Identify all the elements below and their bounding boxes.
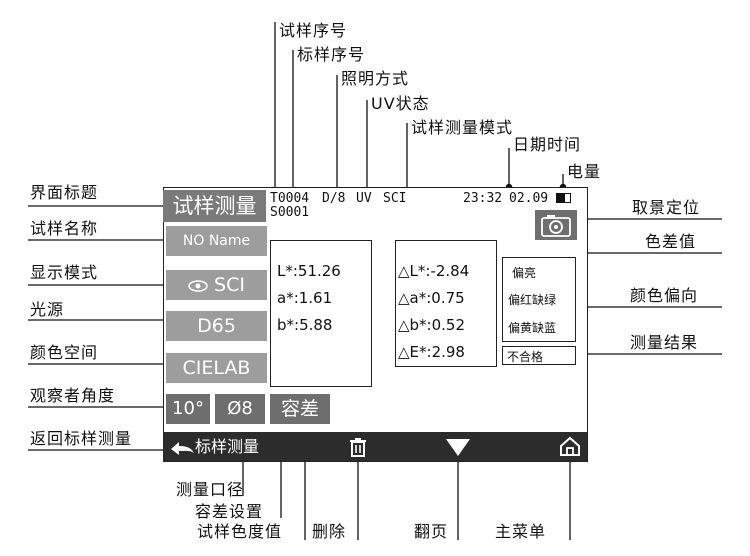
color-space-button[interactable]: CIELAB [166,353,267,383]
page-down-triangle-icon [446,439,470,456]
label-display-mode: 显示模式 [30,263,99,282]
label-aperture: 测量口径 [176,480,245,499]
screen-title: 试样测量 [163,190,266,222]
lab-b-value: b*:5.88 [277,316,333,334]
viewfinder-button[interactable] [535,210,577,240]
status-std-no: S0001 [270,205,310,220]
label-sample-chroma: 试样色度值 [197,522,283,541]
tolerance-button[interactable]: 容差 [270,394,330,424]
result-box [502,346,576,365]
label-battery: 电量 [567,162,602,181]
label-screen-title: 界面标题 [30,183,99,202]
label-main-menu: 主菜单 [495,522,547,541]
deviation-red-green: 偏红缺绿 [508,293,557,307]
label-sample-measure-mode: 试样测量模式 [411,118,514,137]
color-difference-box [395,240,497,367]
deviation-yellow-blue: 偏黄缺蓝 [508,321,557,335]
label-color-difference: 色差值 [645,232,697,251]
home-icon [560,436,580,456]
sample-name-button[interactable]: NO Name [166,226,267,256]
label-page-turn: 翻页 [414,522,449,541]
label-measure-result: 测量结果 [630,333,699,352]
eye-icon [188,271,208,301]
delta-b-value: △b*:0.52 [398,316,466,334]
delta-l-value: △L*:-2.84 [398,262,470,280]
back-to-standard-button[interactable]: 标样测量 [169,437,259,457]
label-back-to-standard: 返回标样测量 [30,429,133,448]
label-tolerance-setting: 容差设置 [195,502,264,521]
battery-icon [556,193,571,203]
bottom-toolbar [163,432,587,461]
label-light-source: 光源 [30,300,65,319]
color-deviation-box [502,257,576,342]
result-value: 不合格 [507,350,544,364]
light-source-button[interactable]: D65 [166,311,267,341]
label-color-space: 颜色空间 [30,343,99,362]
back-arrow-icon [171,441,194,455]
label-viewfinder: 取景定位 [632,198,701,217]
label-standard-no: 标样序号 [297,45,366,64]
status-mode: SCI [383,191,407,206]
label-date-time: 日期时间 [513,135,582,154]
status-illumination: D/8 [322,191,346,206]
observer-angle-button[interactable]: 10° [166,394,210,424]
aperture-button[interactable]: Ø8 [215,394,265,424]
status-date: 02.09 [509,191,549,206]
main-menu-button[interactable] [558,435,582,461]
back-label: 标样测量 [195,437,260,456]
status-sample-no: T0004 [270,191,310,206]
label-color-deviation: 颜色偏向 [630,286,699,305]
trash-icon [350,438,366,457]
display-mode-label: SCI [214,274,245,296]
sample-lab-box [270,240,372,387]
status-time: 23:32 [463,191,503,206]
status-uv: UV [356,191,372,206]
delete-button[interactable] [347,436,369,462]
label-uv-state: UV状态 [371,94,430,113]
lab-a-value: a*:1.61 [277,289,333,307]
label-delete: 删除 [312,522,347,541]
label-observer-angle: 观察者角度 [30,386,116,405]
label-illumination-mode: 照明方式 [341,69,410,88]
delta-a-value: △a*:0.75 [398,289,465,307]
page-down-button[interactable] [444,437,472,461]
delta-e-value: △E*:2.98 [398,343,465,361]
display-mode-button[interactable]: SCI [166,270,267,300]
camera-icon [541,215,571,237]
lab-l-value: L*:51.26 [277,262,341,280]
deviation-lightness: 偏亮 [512,266,537,280]
label-sample-no: 试样序号 [279,21,348,40]
label-sample-name: 试样名称 [30,219,99,238]
